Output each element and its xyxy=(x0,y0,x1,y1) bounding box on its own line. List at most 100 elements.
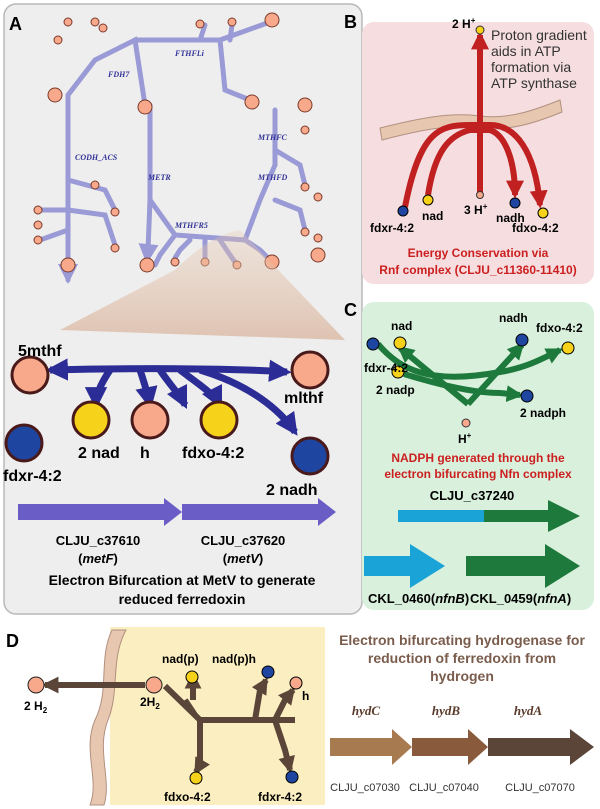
label-2h2-in-sub: 2 xyxy=(155,702,160,711)
hyd-branch xyxy=(182,698,198,717)
pathway-node xyxy=(297,97,313,113)
pathway-node xyxy=(139,257,155,273)
enzyme-label: FDH7 xyxy=(107,70,130,79)
pathway-node xyxy=(310,247,326,263)
label-h-c-text: H xyxy=(458,432,467,446)
node-nadh xyxy=(290,436,330,476)
pathway-node xyxy=(63,17,73,27)
rnf-note-line4: ATP synthase xyxy=(491,75,577,91)
panel-a-letter: A xyxy=(9,14,22,34)
label-2h2-out-sub: 2 xyxy=(43,706,48,715)
rnf-fdx-arrow xyxy=(402,122,548,209)
panel-b: B 2 H+ Proton gradient aids in ATP forma… xyxy=(344,12,594,284)
metv-arrow-nadh xyxy=(198,366,298,436)
label-h-c-plus: + xyxy=(467,431,472,440)
metv-reaction: 5mthf mlthf fdxr-4:2 2 nad h fdxo-4:2 2 … xyxy=(3,343,330,499)
node-nad-c xyxy=(393,336,407,350)
gene-name-metF: (metF) xyxy=(78,551,118,566)
label-fdxo-c: fdxo-4:2 xyxy=(536,321,583,335)
pathway-node xyxy=(33,235,43,245)
label-fdxo-b: fdxo-4:2 xyxy=(512,221,559,235)
pathway-node xyxy=(313,192,323,202)
node-nadph-c xyxy=(520,389,534,403)
node-2h-top xyxy=(475,25,485,35)
node-h xyxy=(130,400,170,440)
node-fdxr xyxy=(4,423,44,463)
pathway-node xyxy=(53,35,63,45)
label-nadh-c: nadh xyxy=(499,311,528,325)
panel-b-letter: B xyxy=(344,12,357,32)
label-nadp-d: nad(p) xyxy=(162,652,199,666)
hyd-arrow-fdxr xyxy=(272,719,295,774)
pathway-node xyxy=(98,23,108,33)
pathway-node xyxy=(90,180,100,190)
label-nadh: 2 nadh xyxy=(266,482,318,499)
gene-name-metF-text: metF xyxy=(82,551,114,566)
label-nadph-d: nad(p)h xyxy=(212,652,256,666)
pathway-node xyxy=(60,257,76,273)
node-mlthf xyxy=(290,350,330,390)
node-fdxo-b xyxy=(537,207,549,219)
gene-name-nfnB: nfnB xyxy=(435,591,465,606)
label-nad-b: nad xyxy=(422,209,443,223)
pathway-right-branch-2 xyxy=(272,197,308,233)
gene-arrow-hydC xyxy=(330,729,412,765)
caption-c-line2: electron bifurcating Nfn complex xyxy=(384,467,572,481)
gene-name-metV-text: metV xyxy=(227,551,260,566)
node-nadp-c xyxy=(391,365,405,379)
gene-id-hydC: CLJU_c07030 xyxy=(330,782,400,794)
hyd-main-path xyxy=(162,683,295,723)
metv-arrow-h xyxy=(157,368,189,410)
pathway-node xyxy=(110,207,120,217)
nfn-arrows xyxy=(375,342,564,407)
pathway-top-left xyxy=(65,36,148,108)
pathway-node xyxy=(195,19,205,29)
nfn-arrow-nadp xyxy=(403,371,524,403)
pathway-node xyxy=(227,17,237,27)
label-nadp-c: 2 nadp xyxy=(376,383,415,397)
label-3h: 3 H+ xyxy=(464,202,488,217)
rnf-arrows xyxy=(402,31,548,209)
gene-id-hydB: CLJU_c07040 xyxy=(409,782,479,794)
nfn-arrow-fdx xyxy=(375,342,564,380)
gene-arrow-metF xyxy=(18,498,182,526)
node-nadh-b xyxy=(509,197,521,209)
gene-name-hydC: hydC xyxy=(352,703,381,718)
gene-name-hydB: hydB xyxy=(432,703,461,718)
hyd-arrow-h xyxy=(272,687,296,722)
pathway-right-branch xyxy=(272,147,308,188)
gene-id-nfnA: CKL_0459 xyxy=(470,591,533,606)
label-mlthf: mlthf xyxy=(284,390,324,407)
pathway-node xyxy=(300,227,310,237)
title-d-line2: reduction of ferredoxin from xyxy=(368,650,556,666)
gene-id-metV: CLJU_c37620 xyxy=(201,533,286,548)
label-2h2-out: 2 H2 xyxy=(24,699,48,715)
pathway-node xyxy=(47,87,63,103)
pathway-node xyxy=(300,125,310,135)
pathway-left-branch-2 xyxy=(65,207,118,248)
hyd-arrow-fdxo xyxy=(193,720,210,775)
label-2h2-out-text: 2 H xyxy=(24,699,43,713)
label-fdxr-c: fdxr-4:2 xyxy=(364,361,408,375)
label-2h-top: 2 H+ xyxy=(452,16,476,31)
rnf-note-line2: aids in ATP xyxy=(491,43,561,59)
caption-a-line1: Electron Bifurcation at MetV to generate xyxy=(49,572,316,588)
label-h: h xyxy=(140,445,150,462)
label-nadph-c: 2 nadph xyxy=(520,406,566,420)
gene-arrow-hydA xyxy=(488,729,594,765)
caption-b-line2: Rnf complex (CLJU_c11360-11410) xyxy=(379,263,576,277)
pathway-node xyxy=(33,220,43,230)
label-fdxo-d: fdxo-4:2 xyxy=(164,790,211,804)
pathway-node xyxy=(110,243,120,253)
label-3h-plus: + xyxy=(483,202,488,211)
node-h-c xyxy=(461,418,471,428)
label-fdxr: fdxr-4:2 xyxy=(3,468,62,485)
node-nadh-c xyxy=(515,333,529,347)
pathway-down-arrow xyxy=(138,197,159,264)
gene-arrow-nfnB xyxy=(364,544,445,588)
enzyme-label: FTHFLi xyxy=(174,49,205,58)
label-h-c: H+ xyxy=(458,431,472,446)
panel-d: D 2 H2 2H2 nad(p) nad(p)h h fdxo-4:2 fdx… xyxy=(6,627,594,806)
title-d-line3: hydrogen xyxy=(430,668,494,684)
label-2h-plus: + xyxy=(471,16,476,25)
